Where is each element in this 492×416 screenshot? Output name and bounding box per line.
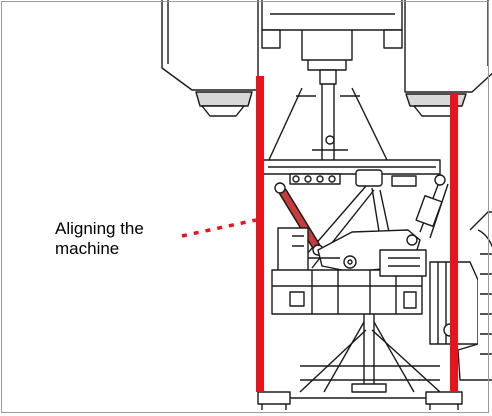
- hanging-linkage: [267, 69, 389, 163]
- housing-skirts: [195, 91, 467, 117]
- callout-line-1: Aligning the: [55, 219, 144, 238]
- base-rails: [257, 391, 463, 410]
- callout-leader-line: [181, 218, 257, 238]
- left-alignment-bar: [256, 76, 264, 392]
- callout-line-2: machine: [55, 239, 120, 258]
- hydraulic-cylinder: [274, 182, 324, 256]
- overhead-housing: [161, 0, 492, 93]
- machine-head: [271, 227, 427, 315]
- drive-motor: [429, 211, 492, 381]
- frame-beam: [261, 159, 441, 187]
- callout-label: Aligning the machine: [55, 219, 144, 259]
- support-stand: [299, 314, 441, 393]
- right-alignment-bar: [450, 94, 458, 392]
